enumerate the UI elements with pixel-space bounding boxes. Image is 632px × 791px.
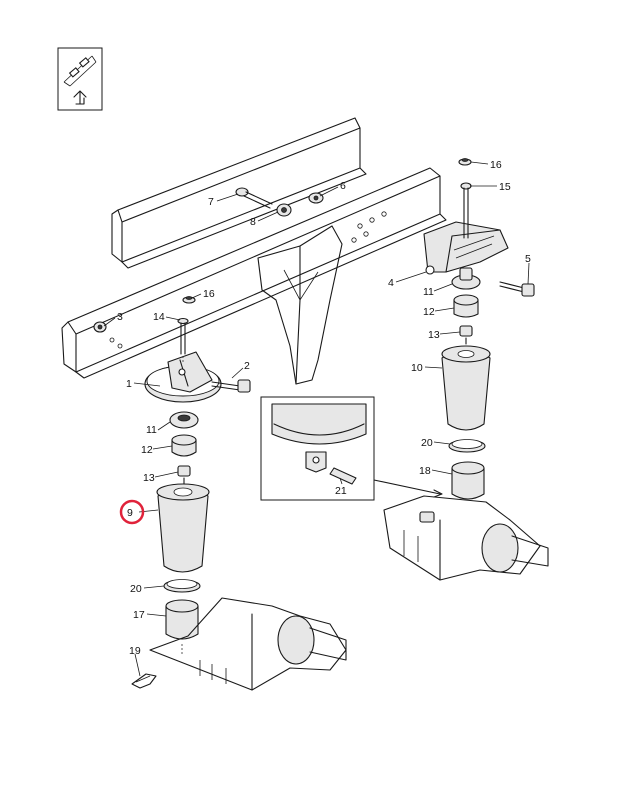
callout-18: 18 (419, 465, 431, 477)
axle-left (149, 597, 347, 691)
bracket-4 (423, 221, 509, 275)
callout-8: 8 (250, 216, 256, 228)
callout-20-right: 20 (421, 437, 433, 449)
callout-7: 7 (208, 196, 214, 208)
piston-18 (451, 461, 485, 500)
spacer-8 (276, 203, 292, 217)
callout-12-left: 12 (141, 444, 153, 456)
callout-19: 19 (129, 645, 141, 657)
callout-labels: 1 2 3 4 5 6 7 8 9 10 11 11 12 12 13 13 1… (117, 159, 531, 657)
callout-2: 2 (244, 360, 250, 372)
callout-10: 10 (411, 362, 423, 374)
callout-6: 6 (340, 180, 346, 192)
nut-16-right (458, 158, 472, 166)
axle-right (383, 495, 549, 581)
callout-11-right: 11 (423, 286, 434, 298)
plate-11-right (451, 267, 481, 290)
bolt-5 (499, 281, 535, 297)
piston-17 (165, 599, 199, 656)
air-spring-9 (156, 483, 210, 573)
callout-4: 4 (388, 277, 394, 289)
detail-inset (260, 396, 443, 501)
callout-9: 9 (127, 507, 133, 519)
plate-11-left (169, 411, 199, 429)
callout-13-left: 13 (143, 472, 155, 484)
callout-3: 3 (117, 311, 123, 323)
mount-plate-1 (144, 351, 222, 403)
callout-14: 14 (153, 311, 165, 323)
air-spring-10 (441, 345, 491, 431)
cross-member (257, 225, 343, 385)
bushing-12-right (453, 294, 479, 318)
callout-16-left: 16 (203, 288, 215, 300)
leader-lines (103, 161, 530, 677)
bolt-2 (211, 379, 251, 393)
nut-6 (308, 192, 324, 204)
ring-20-right (448, 439, 486, 453)
callout-15: 15 (499, 181, 511, 193)
nut-13-left (177, 465, 191, 485)
callout-20-left: 20 (130, 583, 142, 595)
washer-3 (93, 321, 107, 333)
callout-17: 17 (133, 609, 145, 621)
bolt-15 (460, 182, 472, 239)
callout-12-right: 12 (423, 306, 435, 318)
orientation-view-icon[interactable] (57, 47, 103, 111)
callout-11-left: 11 (146, 424, 157, 436)
highlight-ring[interactable] (119, 499, 145, 525)
callout-13-right: 13 (428, 329, 440, 341)
bolt-7 (235, 187, 273, 209)
callout-21: 21 (335, 485, 347, 497)
frame-rail (61, 117, 447, 379)
clip-19 (131, 673, 157, 689)
callout-16-right: 16 (490, 159, 502, 171)
bolt-14 (177, 317, 189, 364)
ring-20-left (163, 579, 201, 593)
bushing-12-left (171, 434, 197, 457)
nut-13-right (459, 325, 473, 345)
callout-5: 5 (525, 253, 531, 265)
callout-1: 1 (126, 378, 132, 390)
